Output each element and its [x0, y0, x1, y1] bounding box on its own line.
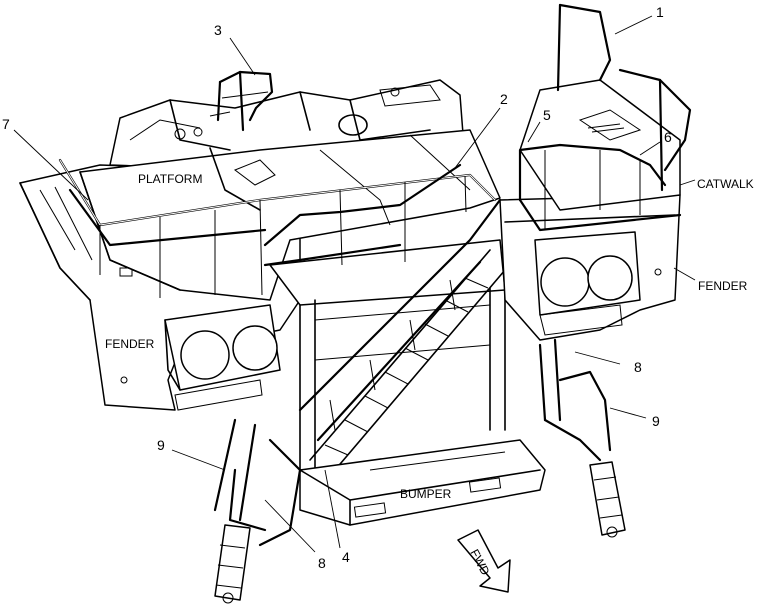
bumper-label: BUMPER	[400, 487, 452, 501]
platform-railing-left	[58, 158, 497, 298]
platform-deck	[79, 129, 501, 301]
fwd-arrow	[457, 529, 511, 593]
callout-9-right: 9	[652, 413, 660, 429]
callout-6: 6	[664, 129, 672, 145]
callout-3: 3	[214, 22, 222, 38]
catwalk-railing-right	[518, 3, 692, 232]
top-handrail-3	[216, 70, 274, 132]
bumper	[299, 439, 546, 526]
callout-2: 2	[500, 91, 508, 107]
callout-8-right: 8	[634, 359, 642, 375]
callout-5: 5	[543, 107, 551, 123]
left-ladder	[213, 418, 302, 604]
stair-frame	[269, 198, 506, 471]
fender-right-label: FENDER	[698, 279, 748, 293]
fender-left-label: FENDER	[105, 337, 155, 351]
left-air-cleaners	[164, 304, 281, 411]
callout-4: 4	[342, 549, 350, 565]
right-air-cleaners	[534, 231, 641, 336]
callout-1: 1	[656, 4, 664, 20]
right-ladder	[538, 338, 626, 538]
callout-9-left: 9	[157, 437, 165, 453]
leader-lines	[13, 15, 696, 553]
callout-8-left: 8	[318, 555, 326, 571]
platform-label: PLATFORM	[138, 172, 202, 186]
callout-7: 7	[2, 116, 10, 132]
catwalk-label: CATWALK	[697, 177, 754, 191]
